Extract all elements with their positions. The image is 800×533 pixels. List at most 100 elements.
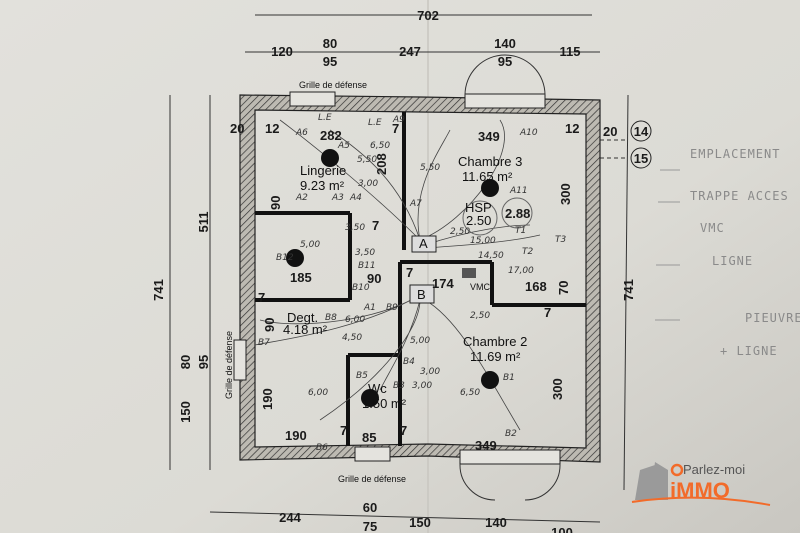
- label: 6,00: [345, 315, 365, 325]
- dim: 140: [485, 515, 507, 530]
- label: VMC: [700, 221, 725, 235]
- dim: 80: [323, 36, 337, 51]
- label: 168: [525, 279, 547, 294]
- label: B5: [356, 371, 368, 381]
- label: 6,00: [308, 388, 328, 398]
- label: 190: [260, 388, 275, 410]
- label: 6,50: [370, 141, 390, 151]
- callout: 15: [634, 151, 648, 166]
- label: B1: [503, 373, 515, 383]
- label: 3,00: [420, 367, 440, 377]
- label: 3,00: [358, 179, 378, 189]
- room-name-wc: Wc: [368, 381, 387, 396]
- room-area: 11.65 m²: [462, 169, 513, 184]
- room-name-chambre-3: Chambre 3: [458, 154, 522, 169]
- pencil-notes: EMPLACEMENT TRAPPE ACCES VMC LIGNE PIEUV…: [655, 147, 800, 358]
- label: 17,00: [508, 266, 534, 276]
- label: T3: [555, 235, 566, 245]
- label: B11: [358, 261, 376, 271]
- label: B4: [403, 357, 415, 367]
- label: TRAPPE ACCES: [690, 189, 789, 203]
- label: B2: [505, 429, 517, 439]
- label: B7: [258, 338, 270, 348]
- dim: 95: [196, 355, 211, 369]
- junction-box-a: [411, 235, 437, 253]
- label: 15,00: [470, 236, 496, 246]
- window-top-right: [464, 93, 546, 109]
- label: 3,50: [355, 248, 375, 258]
- label: 3,00: [412, 381, 432, 391]
- label: EMPLACEMENT: [690, 147, 780, 161]
- label: 7: [372, 218, 379, 233]
- dimensions-left: 741 511 80 95 150: [151, 95, 211, 470]
- label: A3: [331, 193, 344, 203]
- watermark-brand: iMMO: [670, 478, 730, 503]
- interior-walls: [255, 112, 586, 446]
- label: 14,50: [478, 251, 504, 261]
- label: + LIGNE: [720, 344, 778, 358]
- label: 5,50: [357, 155, 377, 165]
- label: 7: [406, 265, 413, 280]
- label: 90: [262, 318, 277, 332]
- dim: 150: [178, 401, 193, 423]
- label: 2,50: [450, 227, 470, 237]
- dim: 120: [271, 44, 293, 59]
- label: 4,50: [342, 333, 362, 343]
- label: A6: [295, 128, 308, 138]
- label: 90: [367, 271, 381, 286]
- junction-box-label: A: [419, 236, 428, 251]
- dim-overall-top: 702: [417, 8, 439, 23]
- junction-box-label: B: [417, 287, 426, 302]
- label: 208: [374, 153, 389, 175]
- height-marker: [501, 197, 533, 229]
- ceiling-light-icons: [286, 149, 499, 407]
- dimensions-top: 702 120 80 247 140 115 95 95: [245, 8, 600, 69]
- dim: 150: [409, 515, 431, 530]
- dim: 100: [551, 525, 573, 533]
- dim: 60: [363, 500, 377, 515]
- window-label: Grille de défense: [299, 80, 367, 90]
- junction-box-b: [409, 284, 435, 304]
- label: 349: [475, 438, 497, 453]
- label: 185: [290, 270, 312, 285]
- label: B9: [386, 303, 398, 313]
- label: LIGNE: [712, 254, 753, 268]
- dim: 511: [196, 212, 211, 233]
- dim-overall-left: 741: [151, 279, 166, 301]
- hsp-value: 2.50: [466, 213, 491, 228]
- window-label: Grille de défense: [338, 474, 406, 484]
- label: 12: [565, 121, 579, 136]
- inner-dimensions: 12 282 7 349 12 20 208 90 300 185 90 174…: [230, 121, 579, 453]
- label: 12: [265, 121, 279, 136]
- label: A2: [295, 193, 308, 203]
- window-left: [233, 339, 247, 381]
- vmc-icon: [462, 268, 476, 278]
- room-name-lingerie: Lingerie: [300, 163, 346, 178]
- label: 190: [285, 428, 307, 443]
- watermark-text: Parlez-moi: [683, 462, 745, 477]
- label: 7: [258, 290, 265, 305]
- label: 2.88: [505, 206, 530, 221]
- hsp-marker: [462, 200, 498, 236]
- watermark-logo: Parlez-moi iMMO: [631, 462, 771, 506]
- label: 7: [544, 305, 551, 320]
- room-name-chambre-2: Chambre 2: [463, 334, 527, 349]
- label: 3,50: [345, 223, 365, 233]
- label: 7: [400, 423, 407, 438]
- exterior-walls: [233, 54, 601, 501]
- label: B10: [352, 283, 370, 293]
- label: B8: [325, 313, 337, 323]
- circuit-labels: A5 A6 A9 A10 A11 A2 A3 A4 A7 B12 B11 B10…: [258, 113, 566, 453]
- dim: 247: [399, 44, 421, 59]
- dim: 75: [363, 519, 377, 533]
- label: 7: [340, 423, 347, 438]
- dim: 95: [323, 54, 337, 69]
- label: 349: [478, 129, 500, 144]
- label: L.E: [318, 113, 332, 123]
- room-name-degt: Degt.: [287, 310, 318, 325]
- hsp-label: HSP: [465, 200, 492, 215]
- label: T2: [522, 247, 533, 257]
- dimensions-bottom: 244 60 75 150 140 100: [209, 500, 601, 533]
- room-area: 4.18 m²: [283, 322, 328, 337]
